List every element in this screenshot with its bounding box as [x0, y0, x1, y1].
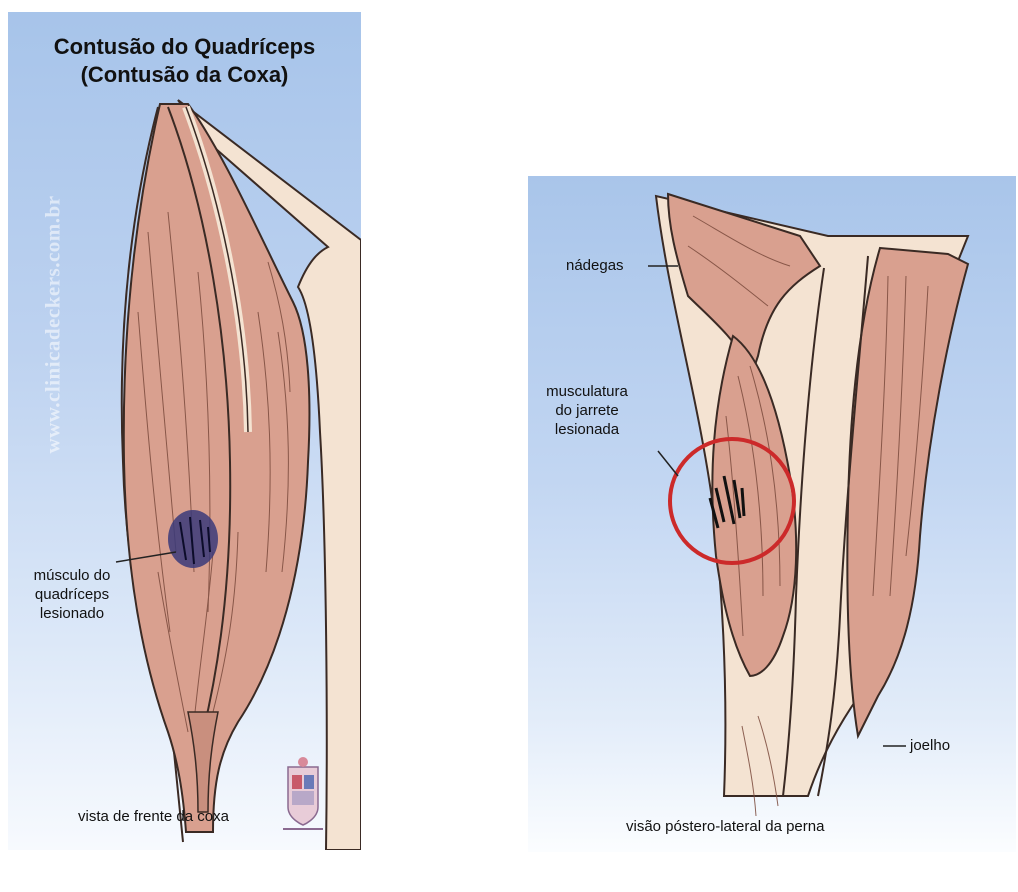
nadegas-label: nádegas [566, 256, 624, 275]
clinic-crest-logo [283, 757, 323, 829]
hamstring-leader-line [658, 451, 678, 476]
joelho-label: joelho [910, 736, 950, 755]
figure-title: Contusão do Quadríceps [8, 34, 361, 60]
posterolateral-caption: visão póstero-lateral da perna [626, 818, 824, 835]
posterolateral-leg-panel: nádegas musculatura do jarrete lesionada… [528, 176, 1016, 852]
website-watermark: www.clinicadeckers.com.br [41, 125, 66, 525]
lateral-thigh-muscle [847, 248, 968, 736]
figure-subtitle: (Contusão da Coxa) [8, 62, 361, 88]
quadriceps-injury-label: músculo do quadríceps lesionado [22, 566, 122, 623]
front-thigh-panel: Contusão do Quadríceps (Contusão da Coxa… [8, 12, 361, 850]
front-view-caption: vista de frente da coxa [78, 808, 229, 825]
hamstring-injury-label: musculatura do jarrete lesionada [536, 382, 638, 439]
